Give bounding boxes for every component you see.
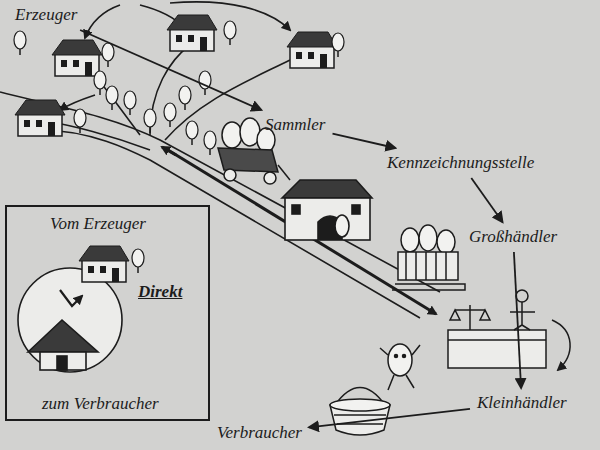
flow-arrow bbox=[333, 134, 396, 148]
node-label: Erzeuger bbox=[12, 4, 80, 26]
labelling-station-label: Kennzeichnungsstelle bbox=[384, 152, 537, 174]
flow-arrow bbox=[309, 409, 470, 427]
node-label: zum Verbraucher bbox=[39, 393, 162, 415]
node-label: Verbraucher bbox=[214, 422, 305, 444]
node-label: Vom Erzeuger bbox=[47, 213, 149, 235]
retailer-label: Kleinhändler bbox=[474, 392, 570, 414]
node-label: Kleinhändler bbox=[474, 392, 570, 414]
node-label: Sammler bbox=[262, 114, 328, 136]
flow-arrow bbox=[80, 30, 261, 110]
producer-label: Erzeuger bbox=[12, 4, 80, 26]
node-label: Direkt bbox=[135, 281, 185, 303]
consumer-label: Verbraucher bbox=[214, 422, 305, 444]
node-label: Großhändler bbox=[466, 226, 560, 248]
collector-label: Sammler bbox=[262, 114, 328, 136]
flow-arrow bbox=[514, 252, 521, 388]
direct-route-inset: Vom ErzeugerDirekt zum Verbraucher bbox=[5, 205, 210, 421]
flow-arrow bbox=[471, 178, 502, 222]
wholesaler-label: Großhändler bbox=[466, 226, 560, 248]
node-label: Kennzeichnungsstelle bbox=[384, 152, 537, 174]
